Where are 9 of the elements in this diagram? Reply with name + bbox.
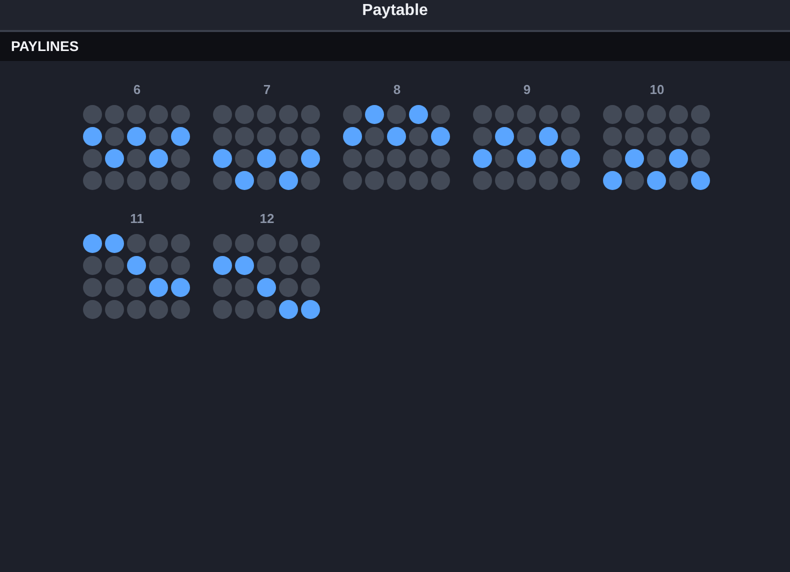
payline-number: 8 bbox=[393, 83, 401, 97]
payline-number: 12 bbox=[260, 212, 274, 226]
section-header: PAYLINES bbox=[0, 32, 790, 61]
payline-number: 11 bbox=[130, 212, 144, 226]
payline-number: 10 bbox=[650, 83, 664, 97]
payline-number: 7 bbox=[263, 83, 271, 97]
payline-number: 9 bbox=[523, 83, 531, 97]
payline-number: 6 bbox=[133, 83, 141, 97]
page-title: Paytable bbox=[362, 2, 428, 20]
